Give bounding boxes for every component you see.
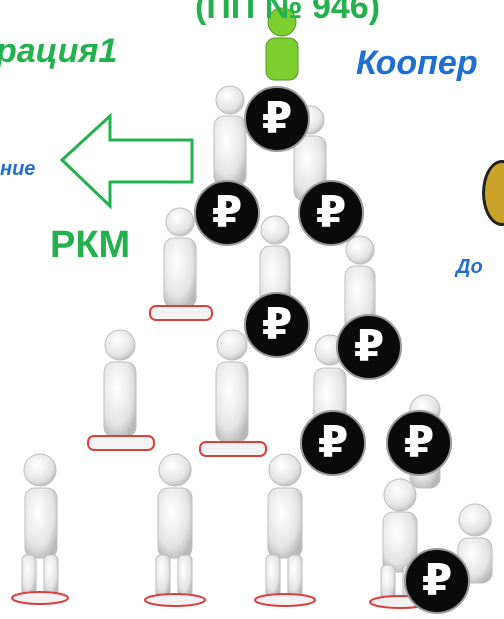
ruble-symbol: ₽ <box>421 555 453 606</box>
ruble-symbol: ₽ <box>261 93 293 144</box>
ruble-coin-icon: ₽ <box>300 410 366 476</box>
arrow-caption: ние <box>0 158 36 180</box>
floor-platforms <box>11 591 431 609</box>
page-title: (ПП № 946) <box>195 0 381 26</box>
ruble-coin-icon: ₽ <box>244 292 310 358</box>
ruble-symbol: ₽ <box>315 187 347 238</box>
rkm-label: РКМ <box>50 224 131 266</box>
arrow-left-icon <box>59 112 194 210</box>
right-heading: Коопер <box>356 44 478 82</box>
second-row-platforms <box>87 435 267 457</box>
right-caption: До <box>456 256 483 278</box>
left-heading: рация1 <box>0 32 118 70</box>
bottom-row-figures <box>21 453 493 601</box>
leader-figure <box>265 7 299 81</box>
ruble-symbol: ₽ <box>403 417 435 468</box>
ruble-symbol: ₽ <box>353 321 385 372</box>
ruble-symbol: ₽ <box>211 187 243 238</box>
ruble-coin-icon: ₽ <box>194 180 260 246</box>
ruble-coin-icon: ₽ <box>404 548 470 614</box>
ruble-symbol: ₽ <box>317 417 349 468</box>
ruble-coin-icon: ₽ <box>386 410 452 476</box>
ruble-coin-icon: ₽ <box>336 314 402 380</box>
ruble-coin-icon: ₽ <box>244 86 310 152</box>
ruble-symbol: ₽ <box>261 299 293 350</box>
ruble-coin-icon: ₽ <box>298 180 364 246</box>
third-row-platforms <box>149 305 213 321</box>
